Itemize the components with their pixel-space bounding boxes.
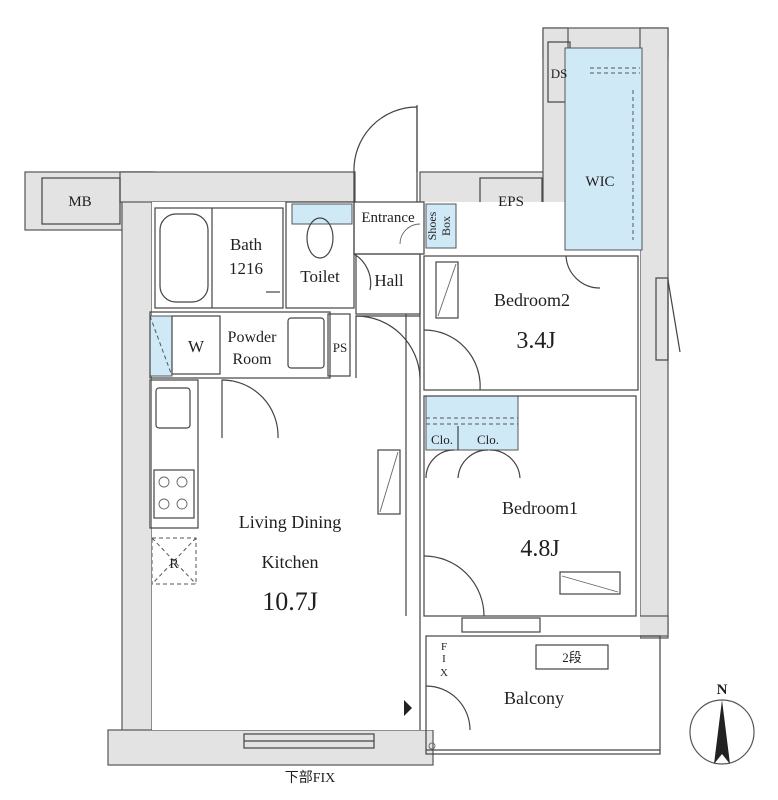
ldk-panel <box>377 449 401 515</box>
label-wic: WIC <box>585 174 614 190</box>
mb-box <box>41 177 121 225</box>
stove <box>153 469 195 519</box>
balcony-door[interactable] <box>425 685 471 731</box>
label-eps: EPS <box>498 194 524 210</box>
label-ldk-2: Kitchen <box>262 552 319 572</box>
label-washer: W <box>188 337 205 356</box>
label-bedroom2: Bedroom2 <box>494 290 570 310</box>
label-closet-b: Clo. <box>477 432 499 447</box>
label-shoes-box-1: Shoes <box>425 211 439 240</box>
fridge-space <box>151 537 197 585</box>
bedroom2-panel <box>435 261 459 319</box>
label-powder-2: Room <box>232 351 272 368</box>
bedroom2 <box>423 255 639 391</box>
entry-arrow-icon <box>404 700 412 716</box>
label-ldk-1: Living Dining <box>239 512 342 532</box>
label-hall: Hall <box>374 271 404 290</box>
label-window-note: 下部FIX <box>285 770 336 786</box>
powder-room-door[interactable] <box>221 379 279 439</box>
balcony <box>425 635 661 755</box>
toilet-room <box>285 201 355 309</box>
label-bath-2: 1216 <box>229 259 263 278</box>
label-fridge: R <box>169 557 179 572</box>
wic-area <box>564 47 643 251</box>
vanity <box>287 317 325 369</box>
interior-floor <box>152 202 640 730</box>
bedroom1-door[interactable] <box>423 555 485 617</box>
label-balcony: Balcony <box>504 688 564 708</box>
sink <box>155 387 191 429</box>
label-bedroom1-size: 4.8J <box>520 536 559 562</box>
ps-shaft <box>327 313 351 377</box>
label-shoes-box-2: Box <box>439 216 453 236</box>
bedroom1 <box>423 395 637 617</box>
shoes-box <box>425 203 457 249</box>
label-powder-1: Powder <box>228 329 278 346</box>
label-ps: PS <box>333 340 347 355</box>
label-fix-x: X <box>440 667 448 679</box>
kitchen-counter <box>149 379 199 529</box>
bath-room <box>154 207 284 309</box>
label-bedroom1: Bedroom1 <box>502 498 578 518</box>
label-step: 2段 <box>562 650 582 665</box>
label-entrance: Entrance <box>361 210 415 226</box>
label-bedroom2-size: 3.4J <box>516 328 555 354</box>
label-ds: DS <box>551 66 568 81</box>
label-fix-i: I <box>442 653 446 665</box>
north-compass-icon <box>689 699 755 765</box>
bedroom1-panel <box>559 571 621 595</box>
bedroom2-door[interactable] <box>423 329 481 391</box>
label-mb: MB <box>68 194 91 210</box>
toilet-fixture <box>306 217 334 259</box>
label-fix-f: F <box>441 641 447 653</box>
powder-room <box>149 311 331 379</box>
label-ldk-size: 10.7J <box>262 587 318 616</box>
bedroom1-closet <box>425 395 519 451</box>
washer <box>171 315 221 375</box>
label-closet-a: Clo. <box>431 432 453 447</box>
step <box>535 644 609 670</box>
bathtub <box>159 213 209 303</box>
entrance-door[interactable] <box>353 106 418 202</box>
label-bath-1: Bath <box>230 235 263 254</box>
label-toilet: Toilet <box>300 267 340 286</box>
label-north: N <box>717 682 728 698</box>
bedroom1-window[interactable] <box>461 617 541 633</box>
bedroom2-window[interactable] <box>655 277 669 361</box>
